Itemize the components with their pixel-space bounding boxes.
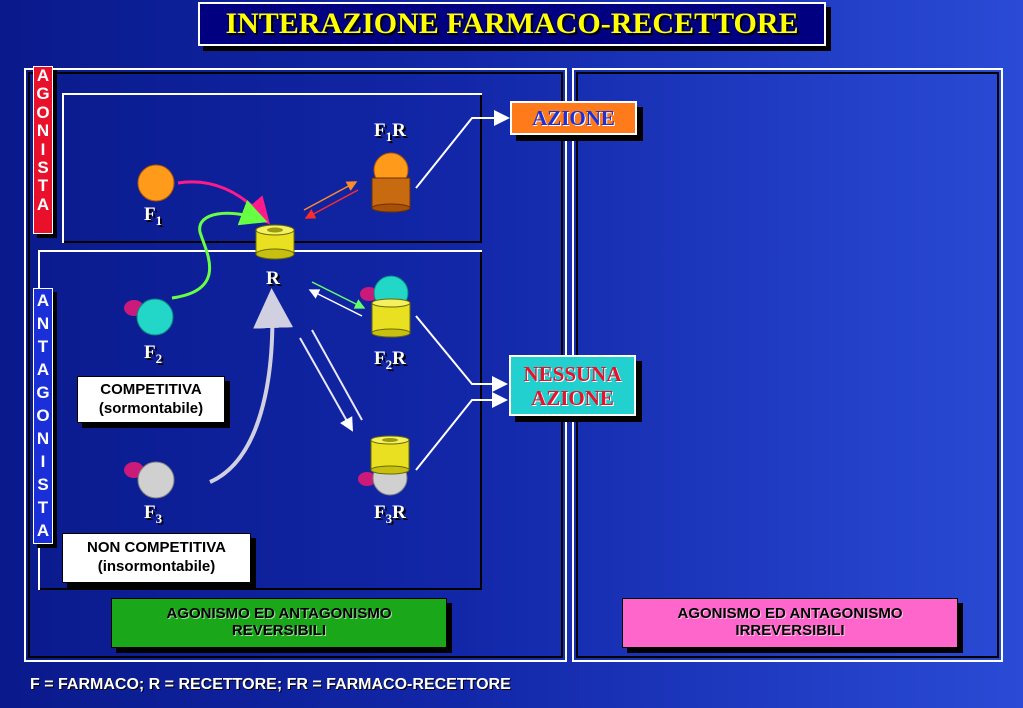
f3r-complex-icon [358,435,410,496]
f2r-complex-icon [360,275,411,338]
f3-drug-circle [137,461,175,499]
antagonista-letter: A [36,360,50,379]
page-title: INTERAZIONE FARMACO-RECETTORE [198,2,826,46]
f2-drug-circle [136,298,174,336]
azione-text: AZIONE [532,106,615,130]
antagonista-letter: N [36,429,50,448]
f1-label-letter: F [144,204,156,225]
f1r-label-suffix: R [392,120,406,141]
legend-text: F = FARMACO; R = RECETTORE; FR = FARMACO… [30,676,511,693]
reversibili-line1: AGONISMO ED ANTAGONISMO [166,605,392,622]
f3r-label: F3R [374,502,406,527]
irreversibili-line2: IRREVERSIBILI [735,622,845,639]
f1r-reverse-arrow [304,189,359,219]
f1-drug-circle [137,164,175,202]
nessuna-text-line1: NESSUNA [523,362,622,386]
f1-label: F1 [144,204,162,229]
f2-label-letter: F [144,342,156,363]
f3-label-sub: 3 [155,510,163,526]
reversibili-box: AGONISMO ED ANTAGONISMO REVERSIBILI [111,598,447,648]
receptor-r-icon [255,224,295,260]
f3-binding-arrow [209,288,294,484]
f3-label: F3 [144,502,162,527]
receptor-label: R [266,268,280,289]
f3r-path-line-b [311,329,363,421]
non-competitiva-box: NON COMPETITIVA (insormontabile) [62,533,251,583]
reversibili-line2: REVERSIBILI [231,622,327,639]
nessuna-azione-box: NESSUNA AZIONE [509,355,636,416]
nessuna-text-line2: AZIONE [531,386,614,410]
f2r-forward-arrow [311,281,366,309]
f3r-label-letter: F [374,502,386,523]
f3-label-letter: F [144,502,156,523]
antagonista-letter: O [36,406,50,425]
antagonista-letter: G [36,383,50,402]
f2r-reverse-arrow [308,289,363,317]
nessuna-connector-f2r [415,315,508,392]
competitiva-line2: (sormontabile) [98,400,204,417]
agonista-letter: T [37,176,49,196]
agonista-letter: O [36,102,50,122]
f3r-label-sub: 3 [385,510,393,526]
f3r-label-suffix: R [392,502,406,523]
antagonista-letter: A [36,291,50,310]
agonista-side-label: A G O N I S T A [33,66,53,234]
agonista-letter: G [36,84,50,104]
nessuna-connector-f3r [415,392,508,471]
agonista-letter: S [37,158,49,178]
antagonista-letter: T [37,337,49,356]
f1r-label-letter: F [374,120,386,141]
antagonista-letter: I [40,452,46,471]
antagonist-section-inner [40,252,482,590]
f1-label-sub: 1 [155,212,163,228]
f2r-label-sub: 2 [385,356,393,372]
azione-box: AZIONE [510,101,637,135]
antagonista-letter: S [37,475,49,494]
competitiva-box: COMPETITIVA (sormontabile) [77,376,225,423]
azione-connector [415,110,510,189]
antagonista-side-label: A N T A G O N I S T A [33,288,53,544]
f2r-label: F2R [374,348,406,373]
antagonista-letter: N [36,314,50,333]
agonista-letter: A [36,66,50,85]
f1r-complex-icon [371,152,411,213]
antagonista-letter: T [37,498,49,517]
f2r-label-letter: F [374,348,386,369]
non-competitiva-line1: NON COMPETITIVA [87,539,226,556]
irreversibili-line1: AGONISMO ED ANTAGONISMO [677,605,903,622]
f2-label-sub: 2 [155,350,163,366]
non-competitiva-line2: (insormontabile) [97,558,216,575]
agonista-letter: I [40,139,46,159]
competitiva-line1: COMPETITIVA [100,381,202,398]
antagonista-letter: A [36,521,50,540]
f2-label: F2 [144,342,162,367]
f2-binding-arrow [171,199,268,300]
f3r-path-line-a [299,337,353,432]
f1r-label-sub: 1 [385,128,393,144]
irreversibili-box: AGONISMO ED ANTAGONISMO IRREVERSIBILI [622,598,958,648]
f1r-forward-arrow [303,181,358,211]
agonista-letter: N [36,121,50,141]
agonista-letter: A [36,194,50,214]
f2r-label-suffix: R [392,348,406,369]
f1r-label: F1R [374,120,406,145]
